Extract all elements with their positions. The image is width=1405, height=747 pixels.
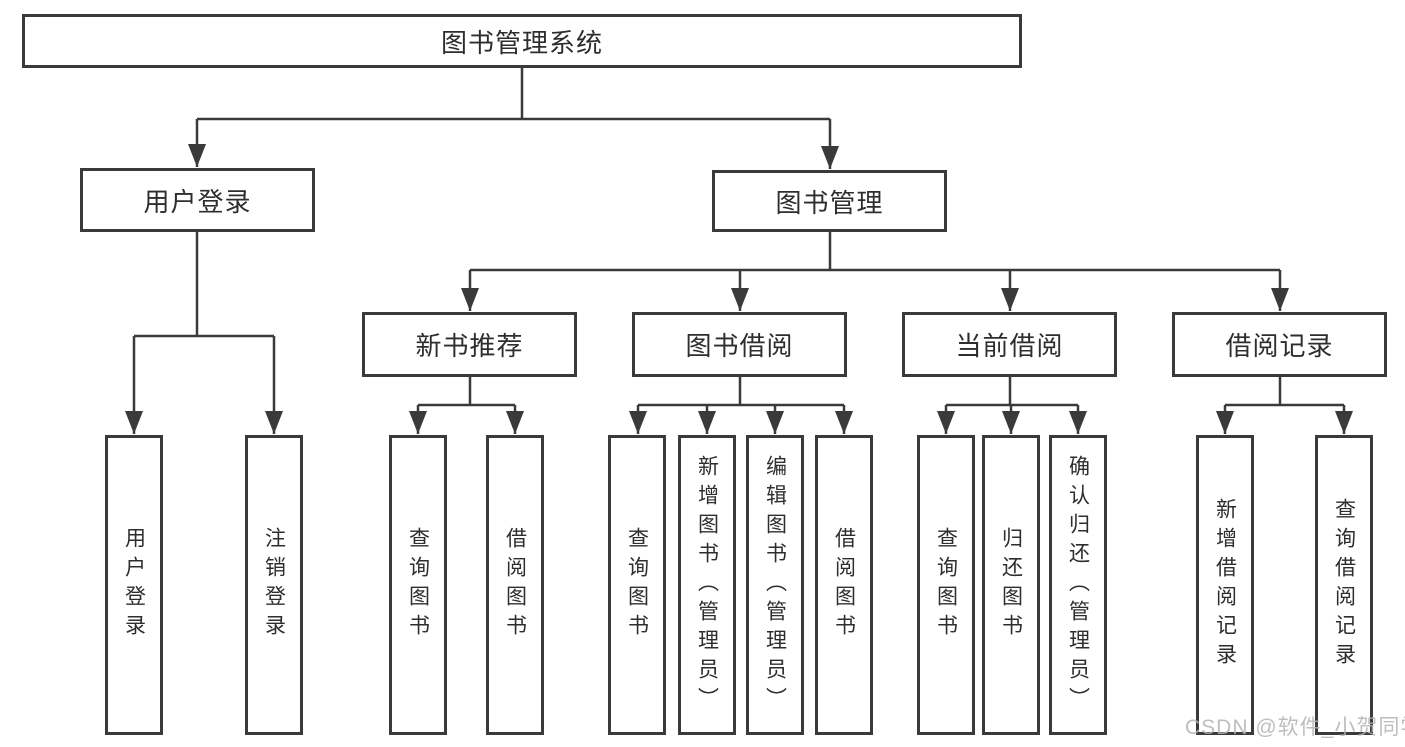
node-root: 图书管理系统 xyxy=(22,14,1022,68)
leaf-label: 确认归还（管理员） xyxy=(1066,454,1090,716)
leaf-label: 归还图书 xyxy=(999,527,1023,643)
node-current-borrowing: 当前借阅 xyxy=(902,312,1117,377)
leaf-newrec-query-books: 查询图书 xyxy=(389,435,447,735)
leaf-user-login: 用户登录 xyxy=(105,435,163,735)
node-borrowing-records: 借阅记录 xyxy=(1172,312,1387,377)
leaf-label: 新增借阅记录 xyxy=(1213,498,1237,672)
leaf-label: 借阅图书 xyxy=(832,527,856,643)
leaf-label: 新增图书（管理员） xyxy=(695,454,719,716)
leaf-newrec-borrow-books: 借阅图书 xyxy=(486,435,544,735)
leaf-label: 查询借阅记录 xyxy=(1332,498,1356,672)
leaf-borrow-borrow-books: 借阅图书 xyxy=(815,435,873,735)
leaf-records-query-record: 查询借阅记录 xyxy=(1315,435,1373,735)
leaf-borrow-query-books: 查询图书 xyxy=(608,435,666,735)
leaf-label: 查询图书 xyxy=(625,527,649,643)
node-user-login: 用户登录 xyxy=(80,168,315,232)
leaf-current-confirm-return-admin: 确认归还（管理员） xyxy=(1049,435,1107,735)
csdn-watermark: CSDN @软件_小贺同学 xyxy=(1185,716,1405,739)
leaf-borrow-edit-books-admin: 编辑图书（管理员） xyxy=(746,435,804,735)
leaf-current-query-books: 查询图书 xyxy=(917,435,975,735)
node-book-borrowing: 图书借阅 xyxy=(632,312,847,377)
node-new-book-recommend: 新书推荐 xyxy=(362,312,577,377)
leaf-current-return-books: 归还图书 xyxy=(982,435,1040,735)
leaf-logout: 注销登录 xyxy=(245,435,303,735)
leaf-label: 借阅图书 xyxy=(503,527,527,643)
leaf-label: 查询图书 xyxy=(406,527,430,643)
node-book-management: 图书管理 xyxy=(712,170,947,232)
leaf-label: 查询图书 xyxy=(934,527,958,643)
leaf-borrow-add-books-admin: 新增图书（管理员） xyxy=(678,435,736,735)
leaf-label: 编辑图书（管理员） xyxy=(763,454,787,716)
leaf-records-add-record: 新增借阅记录 xyxy=(1196,435,1254,735)
leaf-label: 用户登录 xyxy=(122,527,146,643)
leaf-label: 注销登录 xyxy=(262,527,286,643)
